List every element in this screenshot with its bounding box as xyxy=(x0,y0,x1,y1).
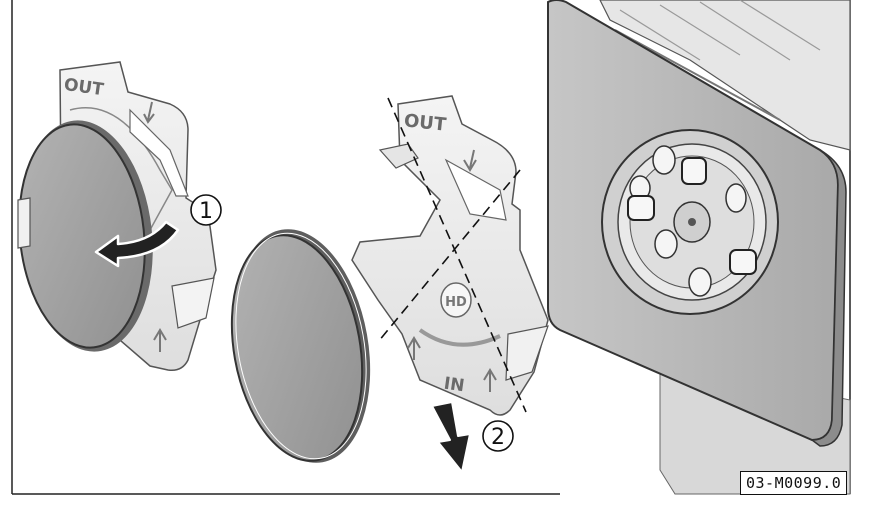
removed-cap xyxy=(230,229,371,463)
cut-lines xyxy=(377,97,527,413)
right-bracket: HD OUT IN xyxy=(351,95,549,416)
appliance-housing xyxy=(547,0,851,495)
step-2-number: 2 xyxy=(491,425,505,450)
mounting-socket xyxy=(601,129,779,315)
right-bracket-in-text: IN xyxy=(443,374,466,397)
step-1-number: 1 xyxy=(199,199,213,224)
step-1-callout: 1 xyxy=(190,194,222,226)
step-2-callout: 2 xyxy=(482,420,514,452)
figure-reference-code: 03-M0099.0 xyxy=(740,471,848,495)
rotate-arrow xyxy=(94,220,180,268)
svg-text:HD: HD xyxy=(445,295,467,310)
pull-down-arrow xyxy=(431,401,471,473)
left-cap xyxy=(17,120,153,352)
right-bracket-out-text: OUT xyxy=(403,110,448,135)
